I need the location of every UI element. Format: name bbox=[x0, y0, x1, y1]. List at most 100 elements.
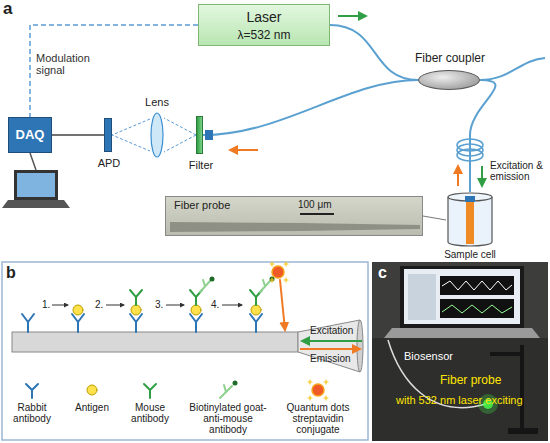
node-text: Excitation bbox=[310, 325, 353, 336]
laptop-icon bbox=[2, 200, 70, 208]
photo-panel-c bbox=[508, 428, 538, 434]
legend-text: Rabbit antibody bbox=[2, 402, 62, 424]
laser-box: Laserλ=532 nm bbox=[198, 4, 330, 46]
light-rays bbox=[164, 118, 196, 152]
laptop-icon bbox=[2, 170, 70, 208]
panel-letter: c bbox=[378, 264, 387, 282]
fiber-end bbox=[357, 320, 363, 372]
optical-fiber-line bbox=[330, 25, 418, 80]
legend-icons bbox=[233, 381, 238, 386]
photo-panel-c bbox=[388, 340, 486, 408]
photo-panel-c bbox=[404, 269, 520, 324]
photo-panel-c bbox=[440, 299, 514, 318]
node-text: Fiber probe bbox=[174, 199, 230, 211]
fiber-body bbox=[12, 332, 298, 352]
cell-outline bbox=[448, 197, 492, 246]
optical-fiber-line bbox=[203, 80, 418, 135]
direction-arrows bbox=[457, 166, 459, 186]
photo-panel-c bbox=[490, 352, 522, 356]
node-text: 100 μm bbox=[298, 199, 332, 210]
daq-cable bbox=[30, 153, 36, 170]
antibody-stacks bbox=[22, 262, 288, 332]
photo-panel-c bbox=[440, 276, 514, 295]
antibody-stacks bbox=[250, 314, 262, 332]
photo-panel-c bbox=[372, 262, 548, 441]
antibody-stacks bbox=[280, 280, 285, 330]
photo-panel-c bbox=[442, 305, 512, 313]
fiber-coil bbox=[457, 149, 483, 161]
probe-micrograph bbox=[170, 214, 420, 232]
zoom-leader bbox=[423, 216, 446, 220]
modulation-signal-line bbox=[30, 25, 198, 117]
node-text: APD bbox=[91, 157, 127, 169]
direction-arrows bbox=[481, 166, 483, 186]
node-text: Sample cell bbox=[435, 249, 505, 260]
fiber-tip bbox=[205, 130, 213, 140]
fiber-direction-arrows bbox=[300, 341, 362, 349]
antibody-stacks bbox=[131, 305, 141, 315]
step-arrows bbox=[222, 305, 242, 306]
probe-in-cell bbox=[465, 196, 475, 244]
signal-cable bbox=[52, 134, 104, 136]
legend-text: Biotinylated goat-anti-mouse antibody bbox=[186, 402, 270, 435]
photo-panel-c bbox=[384, 328, 540, 338]
panel-b-frame bbox=[2, 262, 368, 440]
light-ray bbox=[112, 119, 150, 151]
step-arrows bbox=[52, 305, 68, 306]
photo-panel-c bbox=[372, 262, 548, 441]
probe-micrograph bbox=[300, 213, 334, 215]
optical-fiber-line bbox=[470, 80, 496, 192]
legend-icons bbox=[312, 384, 324, 396]
photo-label: Fiber probe bbox=[440, 374, 501, 387]
panel-b-frame bbox=[2, 262, 368, 440]
light-ray bbox=[112, 119, 150, 151]
unused-fiber-port bbox=[480, 58, 545, 80]
fiber-coupler: Fiber coupler bbox=[418, 70, 480, 90]
antibody-stacks bbox=[250, 290, 262, 305]
photo-panel-c bbox=[400, 266, 524, 328]
legend-icons bbox=[144, 384, 156, 398]
step-arrows bbox=[52, 305, 242, 306]
antibody-stacks bbox=[210, 277, 215, 282]
legend-text: Mouse antibody bbox=[120, 402, 180, 424]
optical-fiber: ExcitationEmission bbox=[12, 318, 364, 374]
zoom-leader bbox=[423, 216, 446, 220]
antibody-stacks bbox=[72, 314, 84, 332]
antibody-stacks bbox=[22, 314, 34, 332]
antibody-stacks bbox=[200, 280, 210, 292]
node-text: Filter bbox=[182, 159, 220, 171]
sample-cell: Sample cell bbox=[446, 192, 494, 248]
legend-text: Quantum dots streptavidin conjugate bbox=[276, 402, 360, 435]
fiber-direction-arrows bbox=[300, 348, 360, 350]
node-text: Fiber coupler bbox=[390, 52, 510, 65]
photo-label: with 532 nm laser exciting bbox=[396, 394, 523, 406]
photo-panel-c bbox=[408, 274, 436, 320]
lens: Lens bbox=[150, 112, 164, 158]
laptop-icon bbox=[14, 170, 58, 200]
antibody-stacks bbox=[130, 290, 142, 305]
antibody-stacks bbox=[191, 305, 201, 315]
step-number: 1. bbox=[42, 299, 50, 310]
antibody-stacks bbox=[251, 305, 261, 315]
modulation-signal-line bbox=[30, 25, 198, 117]
antibody-stacks bbox=[190, 314, 202, 332]
antibody-stacks bbox=[260, 280, 270, 292]
fiber-tip bbox=[205, 130, 213, 140]
daq-cable bbox=[30, 153, 36, 170]
antibody-stacks bbox=[73, 305, 83, 315]
step-number: 2. bbox=[95, 299, 103, 310]
legend-icons bbox=[87, 385, 97, 395]
optical-fiber-line bbox=[470, 80, 496, 192]
panel-letter: b bbox=[6, 264, 16, 282]
edge-label: Modulation signal bbox=[36, 52, 100, 76]
signal-cable bbox=[52, 135, 104, 136]
cell-rim bbox=[448, 193, 492, 201]
sample-cell-shape bbox=[446, 192, 494, 248]
direction-arrows bbox=[338, 15, 366, 17]
photo-panel-c bbox=[520, 345, 524, 429]
step-number: 3. bbox=[155, 299, 163, 310]
direction-arrows bbox=[230, 16, 482, 186]
apd-detector: APD bbox=[104, 118, 112, 152]
photo-panel-c bbox=[478, 394, 498, 414]
